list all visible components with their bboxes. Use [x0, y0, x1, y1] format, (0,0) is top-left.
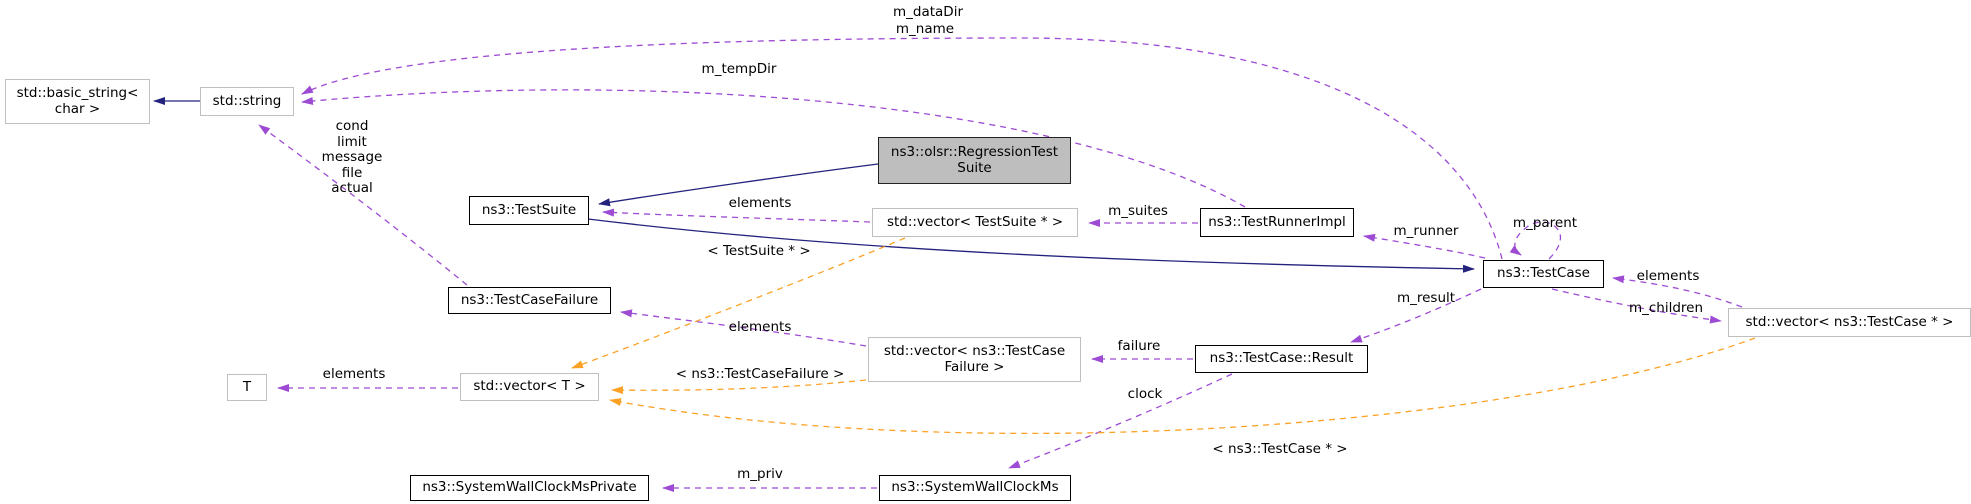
- edge-inherit-test-suite-test-case: [587, 218, 1475, 273]
- edge-template-test-suite-ptr: [571, 237, 906, 369]
- edge-label-elements-T: elements: [322, 366, 386, 382]
- edge-template-test-case-ptr: [609, 337, 1756, 434]
- edge-label-m-children: m_children: [1628, 300, 1704, 316]
- edge-usage-m-runner: [1363, 233, 1486, 259]
- edge-usage-elements-test-suite: [602, 208, 871, 223]
- node-ns3-test-runner-impl[interactable]: ns3::TestRunnerImpl: [1200, 208, 1354, 237]
- edge-label-m-parent: m_parent: [1512, 215, 1578, 231]
- edge-usage-m-parent: [1509, 221, 1562, 260]
- edge-usage-clock: [1008, 373, 1233, 469]
- edge-label-m-suites: m_suites: [1108, 203, 1168, 219]
- edge-label-m-runner: m_runner: [1393, 223, 1459, 239]
- edge-template-test-case-failure: [611, 379, 867, 395]
- edge-label-m-dataDir: m_dataDir: [892, 4, 964, 20]
- edge-label-m-result: m_result: [1396, 290, 1456, 306]
- node-ns3-test-case[interactable]: ns3::TestCase: [1483, 260, 1604, 288]
- edge-usage-cond-limit-message-file-actual: [258, 124, 468, 286]
- node-ns3-test-case-result[interactable]: ns3::TestCase::Result: [1195, 345, 1368, 373]
- edge-label-elements-test-case: elements: [1636, 268, 1700, 284]
- node-std-vector-ns3-test-case-failure: std::vector< ns3::TestCase Failure >: [868, 337, 1081, 382]
- node-std-string: std::string: [200, 87, 294, 116]
- edge-label-cond-limit-message-file-actual: cond limit message file actual: [321, 118, 383, 196]
- edge-label-m-name: m_name: [895, 21, 955, 37]
- node-T: T: [227, 374, 267, 401]
- node-ns3-system-wall-clock-ms[interactable]: ns3::SystemWallClockMs: [879, 475, 1071, 501]
- node-ns3-test-suite[interactable]: ns3::TestSuite: [469, 196, 589, 225]
- edge-label-failure: failure: [1117, 338, 1161, 354]
- node-std-vector-T: std::vector< T >: [460, 373, 599, 401]
- node-std-vector-test-suite: std::vector< TestSuite * >: [872, 208, 1078, 237]
- node-std-basic-string: std::basic_string< char >: [5, 79, 150, 124]
- edge-usage-m-result: [1350, 288, 1482, 343]
- edge-label-template-test-suite-ptr: < TestSuite * >: [707, 243, 811, 259]
- edge-usage-m-dataDir-m-name: [301, 37, 1503, 260]
- edge-usage-elements-test-case-failure: [620, 309, 867, 347]
- node-ns3-test-case-failure[interactable]: ns3::TestCaseFailure: [448, 287, 611, 314]
- node-ns3-system-wall-clock-ms-private[interactable]: ns3::SystemWallClockMsPrivate: [410, 475, 649, 501]
- node-std-vector-ns3-test-case: std::vector< ns3::TestCase * >: [1728, 308, 1971, 337]
- edge-usage-m-tempDir: [301, 89, 1246, 208]
- edge-label-elements-test-case-failure: elements: [728, 319, 792, 335]
- edge-label-m-priv: m_priv: [737, 466, 783, 482]
- edge-label-template-test-case-ptr: < ns3::TestCase * >: [1212, 441, 1348, 457]
- edge-label-elements-test-suite: elements: [728, 195, 792, 211]
- edge-label-clock: clock: [1127, 386, 1163, 402]
- edge-inherit-regression-test-suite: [598, 163, 879, 207]
- edge-label-m-tempDir: m_tempDir: [701, 61, 777, 77]
- node-ns3-olsr-regression-test-suite: ns3::olsr::RegressionTest Suite: [878, 137, 1071, 184]
- edge-usage-elements-test-case: [1612, 275, 1743, 308]
- edge-label-template-test-case-failure: < ns3::TestCaseFailure >: [675, 366, 845, 382]
